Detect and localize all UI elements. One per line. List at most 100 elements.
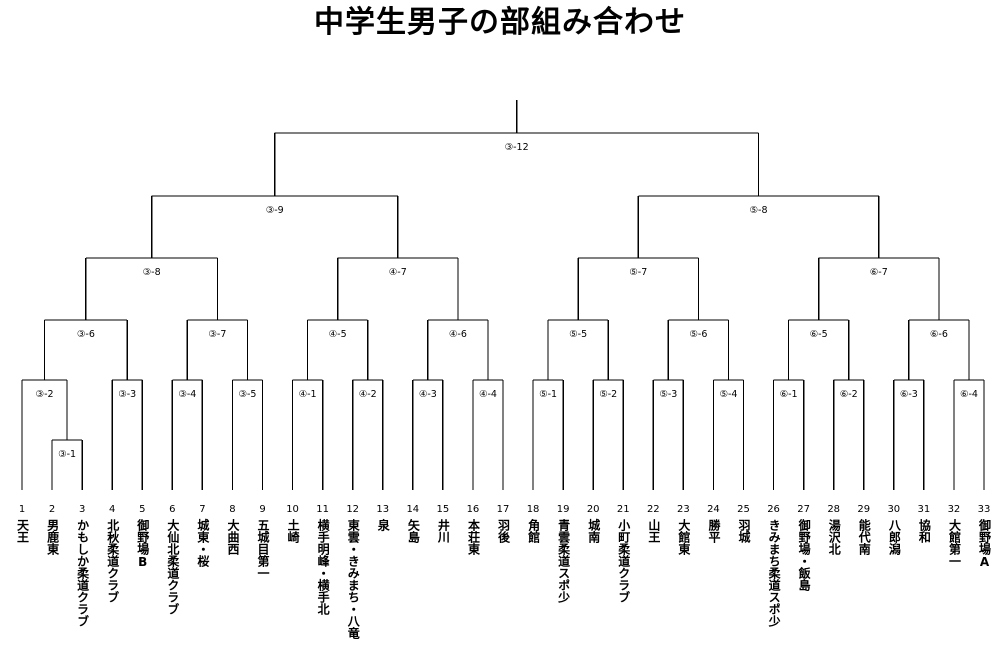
match-label: ③-6 <box>75 329 96 341</box>
match-label: ③-7 <box>207 329 228 341</box>
team-name: 羽後 <box>496 519 511 543</box>
team-number: 28 <box>827 504 841 515</box>
match-label: ⑤-2 <box>598 389 619 401</box>
team-number: 23 <box>677 504 690 515</box>
team-entry: 13 泉 <box>374 503 392 531</box>
match-label: ⑥-2 <box>838 389 859 401</box>
match-label: ④-6 <box>447 329 468 341</box>
match-label: ④-4 <box>477 389 498 401</box>
match-label: ③-12 <box>503 142 530 154</box>
team-number: 4 <box>109 504 116 515</box>
team-name: 大曲西 <box>225 519 240 555</box>
team-name: 御野場B <box>135 519 150 569</box>
match-label: ⑤-3 <box>658 389 679 401</box>
match-label: ④-1 <box>297 389 318 401</box>
match-label: ⑤-7 <box>628 267 649 279</box>
team-number: 33 <box>977 504 991 515</box>
team-entry: 26 きみまち柔道スポ少 <box>765 503 783 627</box>
match-label: ③-9 <box>264 205 285 217</box>
team-entry: 9 五城目第一 <box>254 503 272 579</box>
team-name: 東雲・きみまち・八竜 <box>346 519 361 639</box>
team-name: 八郎潟 <box>887 519 902 555</box>
match-label: ③-4 <box>177 389 198 401</box>
team-entry: 31 協和 <box>915 503 933 543</box>
team-number: 2 <box>48 504 56 515</box>
match-label: ③-5 <box>237 389 258 401</box>
match-label: ⑤-6 <box>688 329 709 341</box>
match-label: ⑤-4 <box>718 389 739 401</box>
team-name: 角館 <box>526 519 541 543</box>
match-label: ④-7 <box>387 267 408 279</box>
team-number: 25 <box>737 504 750 515</box>
team-entry: 30 八郎潟 <box>885 503 903 555</box>
match-label: ③-2 <box>34 389 55 401</box>
team-number: 9 <box>259 504 266 515</box>
team-name: 御野場A <box>977 519 992 569</box>
team-number: 32 <box>947 504 961 515</box>
team-name: 勝平 <box>706 519 721 543</box>
team-entry: 28 湯沢北 <box>825 503 843 555</box>
team-entry: 25 羽城 <box>735 503 753 543</box>
team-number: 18 <box>526 504 540 515</box>
team-entry: 12 東雲・きみまち・八竜 <box>344 503 362 639</box>
team-number: 10 <box>286 504 299 515</box>
team-number: 16 <box>466 504 480 515</box>
match-label: ⑤-5 <box>568 329 589 341</box>
team-number: 15 <box>436 504 450 515</box>
match-label: ⑤-8 <box>748 205 769 217</box>
team-number: 31 <box>917 504 931 515</box>
team-number: 30 <box>887 504 901 515</box>
team-number: 8 <box>229 504 236 515</box>
team-entry: 18 角館 <box>524 503 542 543</box>
team-entry: 5 御野場B <box>133 503 151 569</box>
team-number: 7 <box>199 504 206 515</box>
team-number: 3 <box>78 504 86 515</box>
match-label: ⑥-5 <box>808 329 829 341</box>
match-label: ④-3 <box>417 389 438 401</box>
team-number: 26 <box>767 504 780 515</box>
team-entry: 23 大館東 <box>674 503 692 555</box>
match-label: ⑥-3 <box>898 389 919 401</box>
team-number: 12 <box>346 504 360 515</box>
match-label: ⑥-7 <box>868 267 889 279</box>
team-name: 五城目第一 <box>256 519 270 579</box>
team-name: 能代南 <box>857 519 872 555</box>
team-name: 天王 <box>15 519 30 543</box>
team-name: 小町柔道クラブ <box>616 519 631 603</box>
team-number: 14 <box>406 504 420 515</box>
team-number: 24 <box>707 504 720 515</box>
team-entry: 6 大仙北柔道クラブ <box>163 503 181 615</box>
team-number: 6 <box>169 504 176 515</box>
team-number: 22 <box>646 504 660 515</box>
team-name: 羽城 <box>737 519 751 543</box>
team-name: 大館第一 <box>947 519 962 567</box>
team-name: 泉 <box>376 519 391 531</box>
team-name: きみまち柔道スポ少 <box>767 519 782 627</box>
team-entry: 32 大館第一 <box>945 503 963 567</box>
match-label: ⑥-6 <box>928 329 949 341</box>
team-entry: 24 勝平 <box>704 503 722 543</box>
team-name: 御野場・飯島 <box>797 519 812 591</box>
team-name: 湯沢北 <box>827 519 842 555</box>
match-label: ③-8 <box>141 267 162 279</box>
team-name: 協和 <box>917 519 932 543</box>
match-label: ⑥-4 <box>958 389 979 401</box>
team-name: 大仙北柔道クラブ <box>165 519 180 615</box>
team-number: 13 <box>376 504 390 515</box>
team-name: かもしか柔道クラブ <box>75 519 90 627</box>
match-label: ⑥-1 <box>778 389 799 401</box>
team-number: 19 <box>556 504 570 515</box>
team-name: 大館東 <box>676 519 691 555</box>
match-label: ④-2 <box>357 389 378 401</box>
team-number: 5 <box>139 504 146 515</box>
